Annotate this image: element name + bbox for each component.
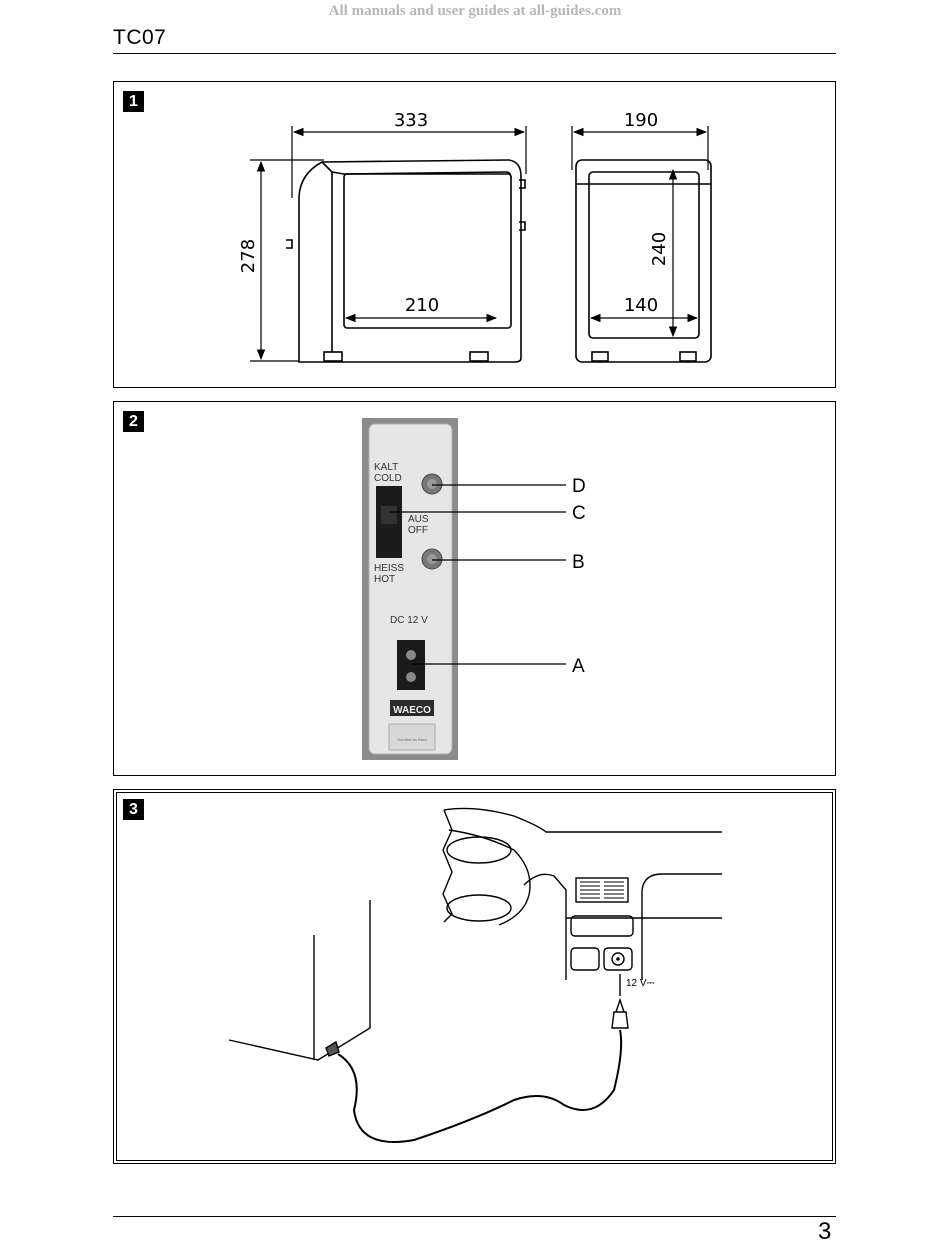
power-cable (337, 1029, 623, 1143)
dim-width-inner: 210 (405, 295, 439, 316)
socket-voltage-label: 12 V⎓ (626, 978, 655, 989)
watermark: All manuals and user guides at all-guide… (328, 3, 622, 19)
dash-compartment (570, 915, 634, 937)
dim-height-outer: 278 (238, 239, 259, 273)
dim-height-inner: 240 (649, 232, 670, 266)
label-cold: COLD (374, 473, 402, 484)
page-number: 3 (818, 1218, 832, 1245)
dc-socket (397, 640, 425, 690)
brand-logo (390, 700, 434, 716)
brand-text: WAECO (393, 705, 431, 716)
figure-panel-connection: 3 12 V⎓ (113, 789, 836, 1164)
document-title: TC07 (113, 26, 167, 49)
label-off: OFF (408, 525, 428, 536)
label-heiss: HEISS (374, 563, 404, 574)
cigarette-plug (611, 1011, 629, 1029)
figure-panel-dimensions: 1 (113, 81, 836, 388)
front-view-outline (575, 159, 712, 363)
dimension-drawing: 333 190 278 210 140 240 (238, 110, 712, 363)
panel-number: 1 (123, 91, 144, 112)
callout-a: A (572, 656, 585, 677)
label-kalt: KALT (374, 462, 398, 473)
label-dc: DC 12 V (390, 615, 428, 626)
front-view-recess (588, 171, 700, 339)
air-vent (575, 877, 629, 903)
cigarette-socket (603, 947, 633, 971)
callout-d: D (572, 476, 586, 497)
header-rule (113, 53, 836, 54)
steering-wheel-upper-gap (446, 836, 512, 864)
footer-rule (113, 1216, 836, 1217)
dashboard-top-line (443, 807, 722, 833)
coolbox-socket-plug (325, 1040, 340, 1057)
inner-frame (116, 792, 833, 1161)
dim-depth-inner: 140 (624, 295, 658, 316)
side-view-front-recess (343, 173, 512, 329)
panel-number: 3 (123, 799, 144, 820)
label-hot: HOT (374, 574, 395, 585)
dim-width-outer: 333 (394, 110, 428, 131)
callout-c: C (572, 503, 586, 524)
side-view-outline (298, 159, 522, 363)
panel-number: 2 (123, 411, 144, 432)
label-aus: AUS (408, 514, 429, 525)
dim-depth-outer: 190 (624, 110, 658, 131)
brand-tag: Komfort an Bord (397, 737, 426, 742)
steering-wheel-lower-gap (446, 894, 512, 922)
control-panel-photo: KALT COLD AUS OFF HEISS HOT DC 12 V WAEC… (362, 418, 586, 760)
figure-panel-controls: 2 KALT COLD AUS OFF HEISS HOT DC 12 V WA… (113, 401, 836, 776)
car-connection-drawing: 12 V⎓ (228, 807, 722, 1143)
dash-button (570, 947, 600, 971)
callout-b: B (572, 552, 585, 573)
